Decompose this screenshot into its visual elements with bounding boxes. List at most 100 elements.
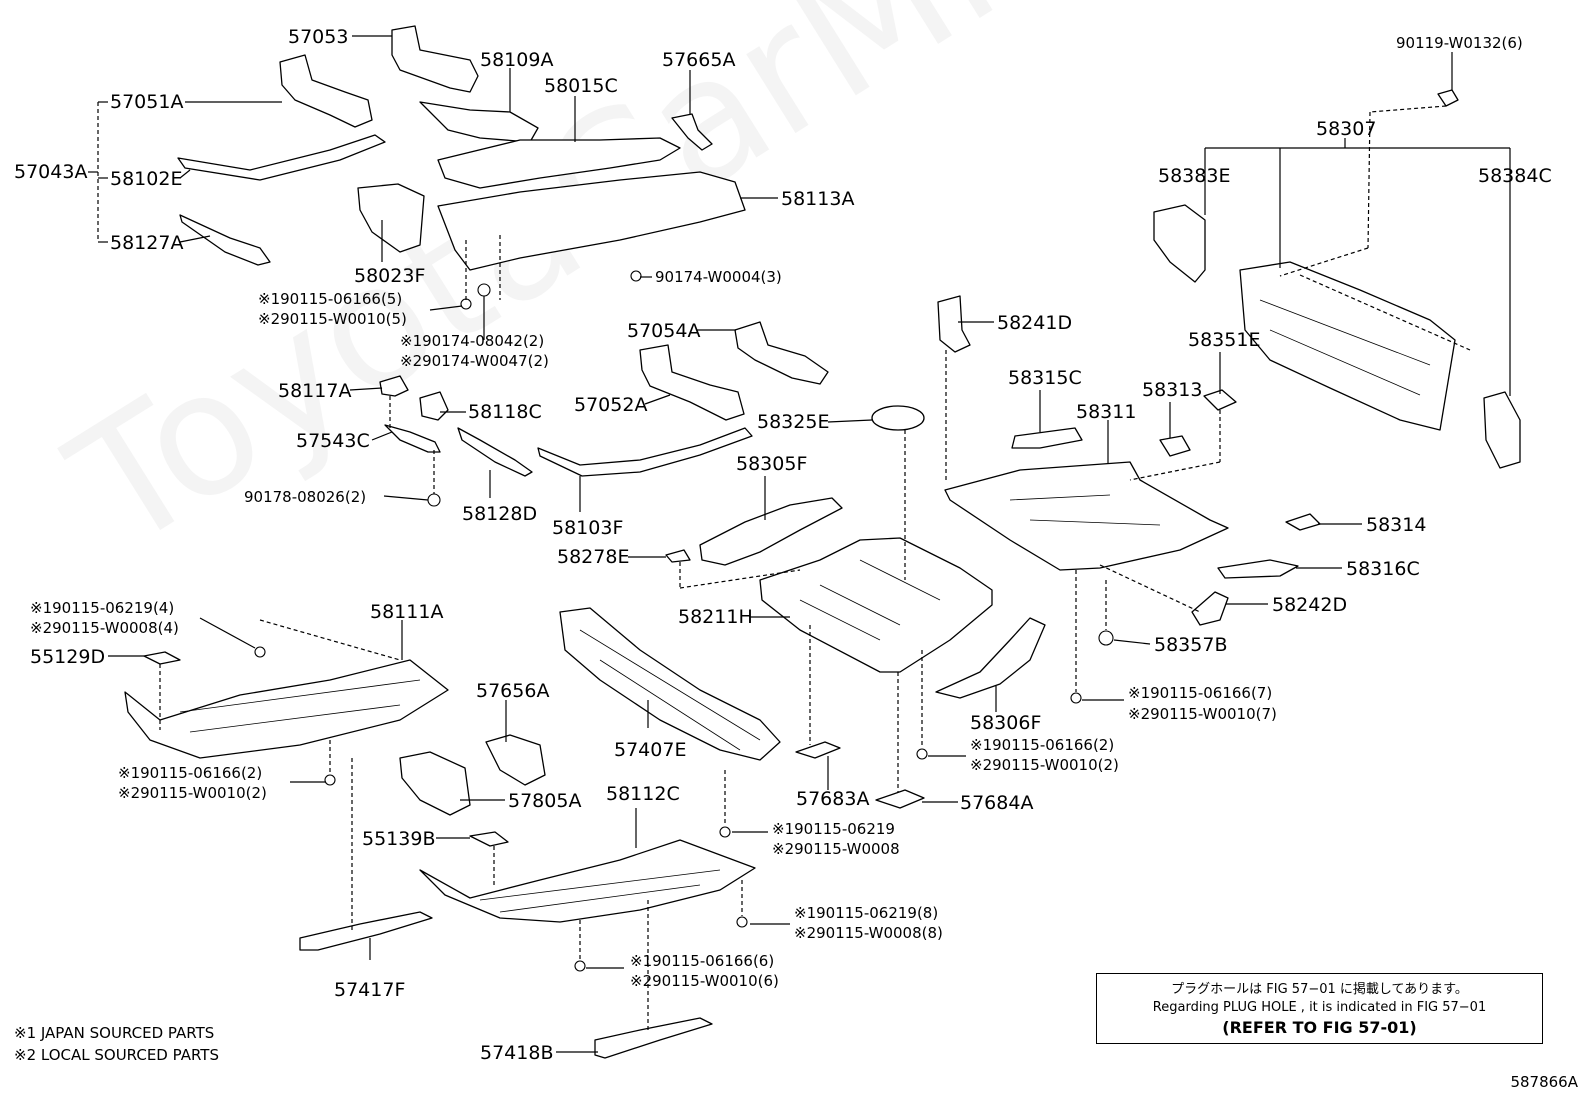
part-58305F-shape bbox=[699, 497, 843, 566]
part-58307-detail bbox=[1259, 299, 1431, 396]
label-58211H[interactable]: 58211H bbox=[678, 606, 753, 628]
label-58314[interactable]: 58314 bbox=[1366, 514, 1426, 536]
label-58383E[interactable]: 58383E bbox=[1158, 165, 1230, 187]
label-58109A[interactable]: 58109A bbox=[480, 49, 553, 71]
part-58023F-shape bbox=[357, 183, 425, 253]
label-190115-06166-2a[interactable]: ※190115-06166(2) bbox=[118, 764, 262, 782]
part-58111A-detail bbox=[179, 679, 421, 733]
label-290174-W0047[interactable]: ※290174-W0047(2) bbox=[400, 352, 549, 370]
part-58015C-shape bbox=[437, 137, 681, 189]
label-58118C[interactable]: 58118C bbox=[468, 401, 542, 423]
label-90174-W0004[interactable]: 90174-W0004(3) bbox=[655, 268, 782, 286]
part-58242D-shape bbox=[1191, 591, 1229, 626]
label-58117A[interactable]: 58117A bbox=[278, 380, 351, 402]
fastener-190115-06219-8 bbox=[736, 916, 748, 928]
label-57043A[interactable]: 57043A bbox=[14, 161, 87, 183]
label-58023F[interactable]: 58023F bbox=[354, 265, 425, 287]
label-57418B[interactable]: 57418B bbox=[480, 1042, 553, 1064]
label-58307[interactable]: 58307 bbox=[1316, 118, 1376, 140]
label-58103F[interactable]: 58103F bbox=[552, 517, 623, 539]
label-58384C[interactable]: 58384C bbox=[1478, 165, 1552, 187]
label-190115-06166-6[interactable]: ※190115-06166(6) bbox=[630, 952, 774, 970]
label-58313[interactable]: 58313 bbox=[1142, 379, 1202, 401]
label-58242D[interactable]: 58242D bbox=[1272, 594, 1347, 616]
label-57665A[interactable]: 57665A bbox=[662, 49, 735, 71]
label-57054A[interactable]: 57054A bbox=[627, 320, 700, 342]
part-58102E-shape bbox=[177, 134, 386, 181]
label-190174-08042[interactable]: ※190174-08042(2) bbox=[400, 332, 544, 350]
label-55139B[interactable]: 55139B bbox=[362, 828, 435, 850]
label-58241D[interactable]: 58241D bbox=[997, 312, 1072, 334]
label-290115-W0008[interactable]: ※290115-W0008 bbox=[772, 840, 900, 858]
fastener-190115-06166-7 bbox=[1070, 692, 1082, 704]
label-57051A[interactable]: 57051A bbox=[110, 91, 183, 113]
part-57656A-shape bbox=[485, 734, 546, 786]
part-58112C-shape bbox=[419, 839, 756, 923]
label-58357B[interactable]: 58357B bbox=[1154, 634, 1227, 656]
legend-local-sourced: ※2 LOCAL SOURCED PARTS bbox=[14, 1046, 219, 1064]
label-290115-W0010-2b[interactable]: ※290115-W0010(2) bbox=[970, 756, 1119, 774]
label-290115-W0010-2a[interactable]: ※290115-W0010(2) bbox=[118, 784, 267, 802]
fastener-190115-06219-4 bbox=[254, 646, 266, 658]
part-57053-shape bbox=[391, 25, 479, 93]
label-57684A[interactable]: 57684A bbox=[960, 792, 1033, 814]
label-58111A[interactable]: 58111A bbox=[370, 601, 443, 623]
label-190115-06219-4[interactable]: ※190115-06219(4) bbox=[30, 599, 174, 617]
fastener-90119-W0132 bbox=[1437, 89, 1459, 107]
note-refer[interactable]: (REFER TO FIG 57-01) bbox=[1222, 1018, 1417, 1037]
part-58306F-shape bbox=[935, 617, 1046, 699]
label-58351E[interactable]: 58351E bbox=[1188, 329, 1260, 351]
part-58128D-shape bbox=[457, 427, 533, 477]
label-58015C[interactable]: 58015C bbox=[544, 75, 618, 97]
label-58102E[interactable]: 58102E bbox=[110, 168, 182, 190]
fastener-190115-06166-5 bbox=[460, 298, 472, 310]
fastener-190115-06166-6 bbox=[574, 960, 586, 972]
label-190115-06166-5[interactable]: ※190115-06166(5) bbox=[258, 290, 402, 308]
label-58278E[interactable]: 58278E bbox=[557, 546, 629, 568]
label-290115-W0008-8[interactable]: ※290115-W0008(8) bbox=[794, 924, 943, 942]
part-58109A-shape bbox=[419, 101, 539, 143]
legend-japan-sourced: ※1 JAPAN SOURCED PARTS bbox=[14, 1024, 215, 1042]
part-58127A-shape bbox=[179, 214, 271, 266]
label-290115-W0008-4[interactable]: ※290115-W0008(4) bbox=[30, 619, 179, 637]
label-58113A[interactable]: 58113A bbox=[781, 188, 854, 210]
label-55129D[interactable]: 55129D bbox=[30, 646, 105, 668]
label-58112C[interactable]: 58112C bbox=[606, 783, 680, 805]
label-290115-W0010-7[interactable]: ※290115-W0010(7) bbox=[1128, 705, 1277, 723]
label-58306F[interactable]: 58306F bbox=[970, 712, 1041, 734]
label-58305F[interactable]: 58305F bbox=[736, 453, 807, 475]
label-58316C[interactable]: 58316C bbox=[1346, 558, 1420, 580]
label-190115-06166-2b[interactable]: ※190115-06166(2) bbox=[970, 736, 1114, 754]
label-58311[interactable]: 58311 bbox=[1076, 401, 1136, 423]
label-58325E[interactable]: 58325E bbox=[757, 411, 829, 433]
label-57407E[interactable]: 57407E bbox=[614, 739, 686, 761]
part-57407E-shape bbox=[559, 607, 781, 761]
label-57683A[interactable]: 57683A bbox=[796, 788, 869, 810]
part-57054A-shape bbox=[734, 321, 829, 385]
part-58112C-detail bbox=[479, 869, 721, 913]
label-57805A[interactable]: 57805A bbox=[508, 790, 581, 812]
part-58113A-shape bbox=[437, 171, 746, 271]
label-57543C[interactable]: 57543C bbox=[296, 430, 370, 452]
label-190115-06166-7[interactable]: ※190115-06166(7) bbox=[1128, 684, 1272, 702]
note-line-japanese: プラグホールは FIG 57−01 に掲載してあります。 bbox=[1171, 982, 1468, 997]
label-57052A[interactable]: 57052A bbox=[574, 394, 647, 416]
label-57417F[interactable]: 57417F bbox=[334, 979, 405, 1001]
label-290115-W0010-5[interactable]: ※290115-W0010(5) bbox=[258, 310, 407, 328]
fastener-190174-08042 bbox=[477, 283, 491, 297]
label-190115-06219-8[interactable]: ※190115-06219(8) bbox=[794, 904, 938, 922]
part-58211H-shape bbox=[759, 537, 993, 673]
label-57656A[interactable]: 57656A bbox=[476, 680, 549, 702]
part-57417F-shape bbox=[299, 911, 433, 951]
label-58315C[interactable]: 58315C bbox=[1008, 367, 1082, 389]
label-90119-W0132[interactable]: 90119-W0132(6) bbox=[1396, 34, 1523, 52]
label-57053[interactable]: 57053 bbox=[288, 26, 348, 48]
part-shapes bbox=[124, 25, 1521, 1059]
part-58351E-shape bbox=[1203, 389, 1237, 411]
label-58128D[interactable]: 58128D bbox=[462, 503, 537, 525]
label-190115-06219[interactable]: ※190115-06219 bbox=[772, 820, 895, 838]
label-90178-08026[interactable]: 90178-08026(2) bbox=[244, 488, 366, 506]
label-58127A[interactable]: 58127A bbox=[110, 232, 183, 254]
label-290115-W0010-6[interactable]: ※290115-W0010(6) bbox=[630, 972, 779, 990]
part-58307-shape bbox=[1239, 261, 1456, 431]
